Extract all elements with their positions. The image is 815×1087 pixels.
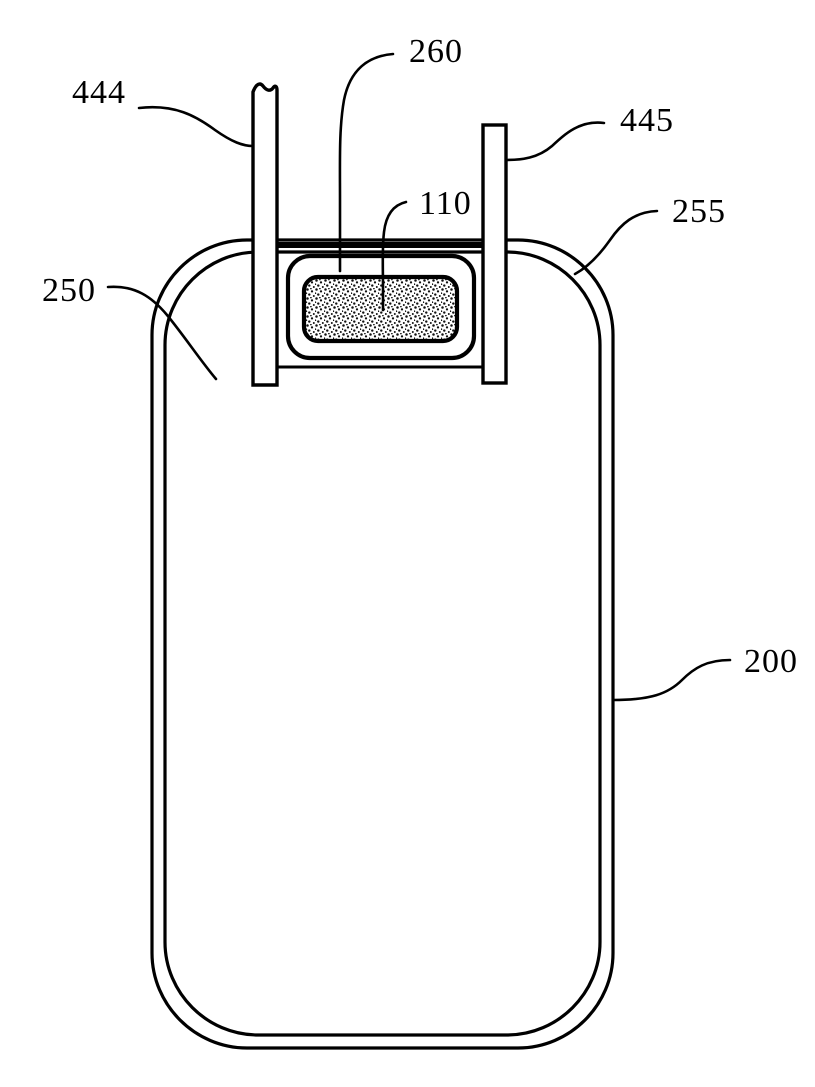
leader-110: [381, 200, 408, 312]
ref-numeral-260: 260: [409, 33, 463, 70]
leader-255: [573, 209, 659, 276]
ref-numeral-255: 255: [672, 193, 726, 230]
ref-numeral-110: 110: [419, 185, 472, 222]
ref-numeral-445: 445: [620, 102, 674, 139]
body-inner-wall: [163, 250, 602, 1037]
right-terminal-post: [481, 123, 508, 385]
leader-250: [106, 285, 218, 381]
leader-200: [611, 658, 732, 702]
left-terminal-post: [251, 82, 279, 387]
hatched-core: [301, 274, 460, 344]
ref-numeral-250: 250: [42, 272, 96, 309]
leader-260: [338, 52, 395, 273]
leader-444: [137, 105, 255, 148]
ref-numeral-444: 444: [72, 74, 126, 111]
leader-445: [504, 121, 606, 162]
ref-numeral-200: 200: [744, 643, 798, 680]
